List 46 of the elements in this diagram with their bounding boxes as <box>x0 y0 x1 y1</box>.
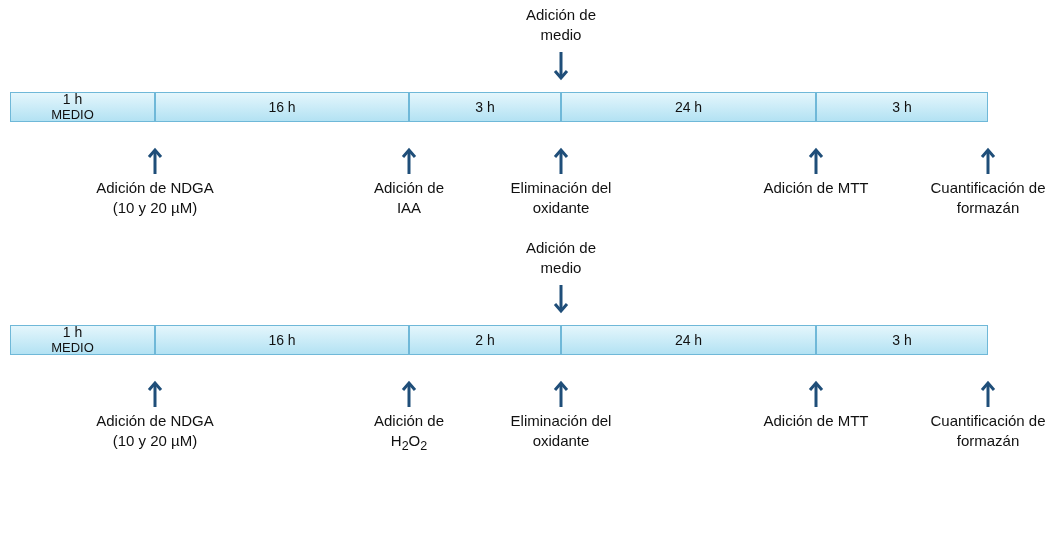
time-segment <box>816 92 988 122</box>
duration-label: 3 h <box>892 99 912 115</box>
arrow <box>553 147 569 174</box>
time-segment <box>155 92 409 122</box>
duration-label: 24 h <box>674 99 703 115</box>
duration-label: 3 h <box>892 332 912 348</box>
step-label: Eliminación del oxidante <box>486 178 636 218</box>
arrow <box>401 147 417 174</box>
step-label: Eliminación del oxidante <box>486 411 636 451</box>
arrow <box>147 380 163 407</box>
duration-label: 3 h <box>475 99 495 115</box>
time-segment <box>561 325 816 355</box>
duration-label: 16 h <box>268 332 296 348</box>
duration-label: 1 h <box>62 91 83 107</box>
arrow <box>808 380 824 407</box>
time-segment <box>155 325 409 355</box>
arrow <box>553 285 569 314</box>
time-segment <box>409 92 561 122</box>
duration-label: 1 h <box>62 324 83 340</box>
step-label: Cuantificación de formazán <box>913 411 1063 451</box>
step-label: Adición de medio <box>516 238 606 278</box>
duration-label: 2 h <box>475 332 495 348</box>
arrow <box>553 52 569 81</box>
step-label: Adición de H$_{2}$O$_{2}$ <box>364 411 454 456</box>
step-label: Adición de NDGA (10 y 20 µM) <box>90 178 220 218</box>
duration-label: MEDIO <box>51 340 94 356</box>
arrow <box>147 147 163 174</box>
step-label: Adición de MTT <box>741 411 891 431</box>
duration-label: MEDIO <box>51 107 94 123</box>
time-segment <box>10 325 155 355</box>
time-segment <box>409 325 561 355</box>
duration-label: 16 h <box>268 99 296 115</box>
step-label: Adición de IAA <box>364 178 454 218</box>
arrow <box>808 147 824 174</box>
step-label: Adición de NDGA (10 y 20 µM) <box>90 411 220 451</box>
arrow <box>980 380 996 407</box>
duration-label: 24 h <box>674 332 703 348</box>
time-segment <box>10 92 155 122</box>
time-segment <box>816 325 988 355</box>
time-segment <box>561 92 816 122</box>
step-label: Cuantificación de formazán <box>913 178 1063 218</box>
arrow <box>401 380 417 407</box>
step-label: Adición de MTT <box>741 178 891 198</box>
step-label: Adición de medio <box>516 5 606 45</box>
arrow <box>553 380 569 407</box>
arrow <box>980 147 996 174</box>
